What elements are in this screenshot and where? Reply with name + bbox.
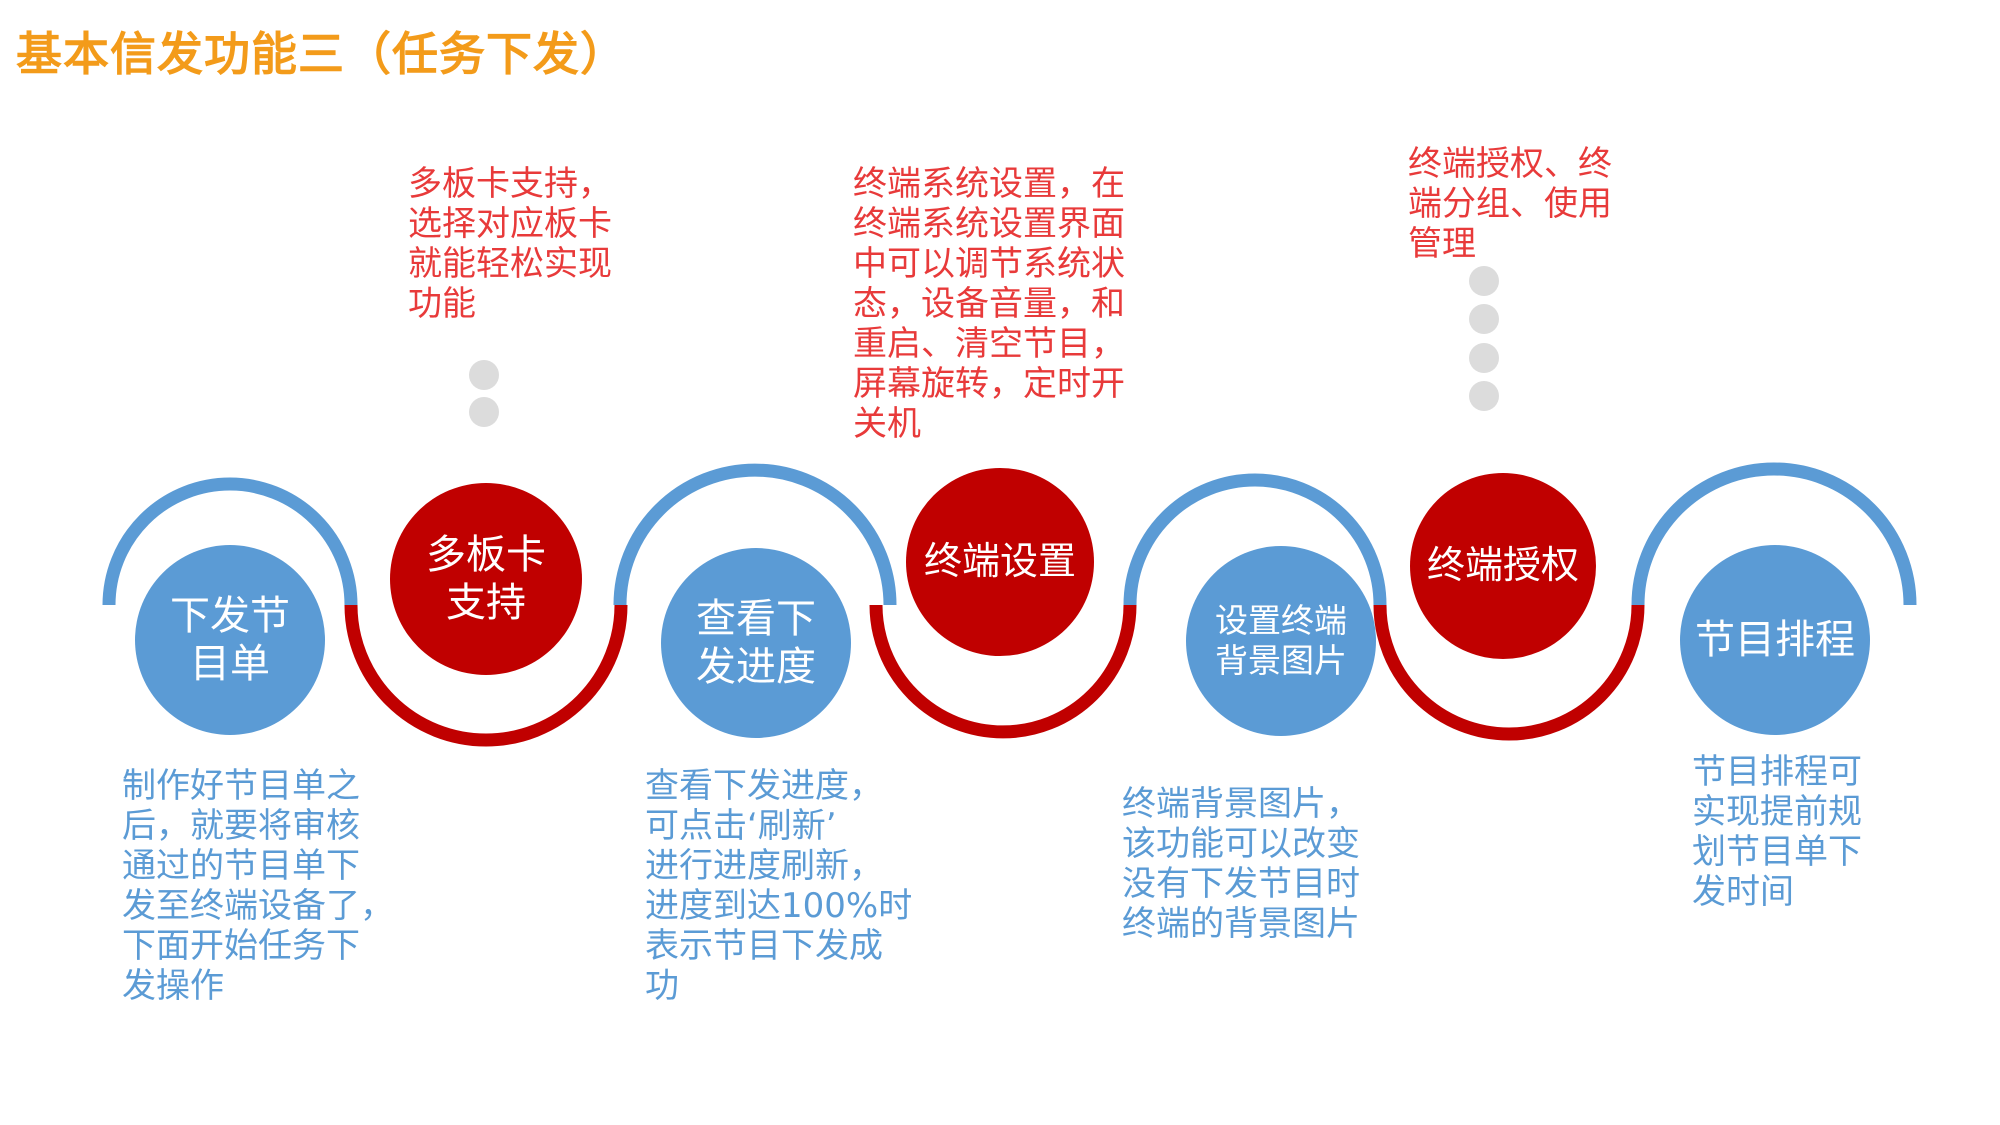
- dot-step2-2: [469, 397, 499, 427]
- step-circle-3: 查看下 发进度: [661, 548, 851, 738]
- trough-6: [1373, 604, 1645, 741]
- arch-5: [1123, 473, 1387, 606]
- step-description-4: 终端系统设置，在 终端系统设置界面 中可以调节系统状 态，设备音量，和 重启、清…: [853, 164, 1125, 444]
- step-description-2: 多板卡支持， 选择对应板卡 就能轻松实现 功能: [408, 164, 612, 324]
- step-description-1: 制作好节目单之 后，就要将审核 通过的节目单下 发至终端设备了， 下面开始任务下…: [122, 766, 394, 1006]
- step-label-3: 查看下 发进度: [696, 596, 816, 690]
- step-label-4: 终端设置: [923, 539, 1076, 584]
- arch-1: [102, 477, 358, 606]
- step-description-7: 节目排程可 实现提前规 划节目单下 发时间: [1692, 752, 1862, 912]
- step-label-6: 终端授权: [1426, 543, 1579, 588]
- page-title: 基本信发功能三（任务下发）: [16, 27, 627, 81]
- dot-step6-1: [1469, 266, 1499, 296]
- dot-step6-3: [1469, 343, 1499, 373]
- dot-step6-4: [1469, 381, 1499, 411]
- step-label-2: 多板卡 支持: [426, 532, 546, 626]
- arch-7: [1631, 462, 1917, 606]
- arch-3: [613, 463, 897, 606]
- step-label-1: 下发节 目单: [170, 593, 290, 687]
- step-circle-6: 终端授权: [1410, 473, 1596, 659]
- step-description-5: 终端背景图片， 该功能可以改变 没有下发节目时 终端的背景图片: [1122, 784, 1360, 944]
- dot-step2-1: [469, 360, 499, 390]
- step-description-3: 查看下发进度， 可点击‘刷新’ 进行进度刷新， 进度到达100%时 表示节目下发…: [645, 766, 913, 1006]
- step-circle-2: 多板卡 支持: [390, 483, 582, 675]
- step-circle-1: 下发节 目单: [135, 545, 325, 735]
- step-label-7: 节目排程: [1695, 617, 1855, 663]
- step-circle-5: 设置终端 背景图片: [1186, 546, 1376, 736]
- step-label-5: 设置终端 背景图片: [1215, 601, 1347, 680]
- trough-4: [869, 604, 1137, 739]
- dot-step6-2: [1469, 304, 1499, 334]
- step-circle-7: 节目排程: [1680, 545, 1870, 735]
- step-circle-4: 终端设置: [906, 468, 1094, 656]
- trough-2: [344, 604, 628, 747]
- step-description-6: 终端授权、终 端分组、使用 管理: [1408, 144, 1612, 264]
